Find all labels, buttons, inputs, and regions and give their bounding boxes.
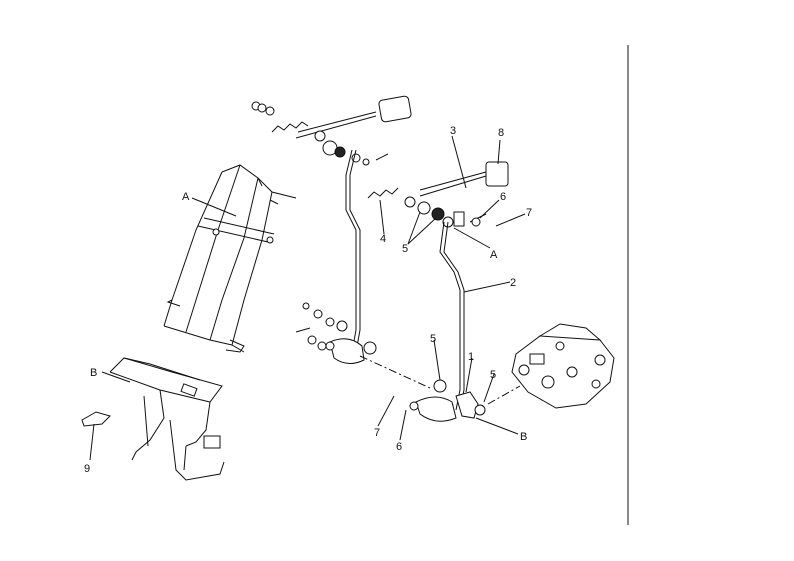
callout-B-right: B xyxy=(520,431,527,443)
left-pedal-rod xyxy=(325,149,377,364)
leader-lines xyxy=(89,135,526,461)
callout-A-left: A xyxy=(182,191,190,203)
callout-6-top: 6 xyxy=(500,191,506,203)
callout-4: 4 xyxy=(380,233,386,245)
callout-6-bottom: 6 xyxy=(396,441,402,453)
callout-5-right: 5 xyxy=(490,369,496,381)
callout-2: 2 xyxy=(510,277,516,289)
left-washer-stack xyxy=(295,302,348,351)
hydraulic-valve-block xyxy=(511,323,615,409)
callout-1: 1 xyxy=(468,351,474,363)
upper-mounting-bracket xyxy=(163,164,297,353)
callout-3: 3 xyxy=(450,125,456,137)
lower-mounting-bracket xyxy=(109,357,225,481)
right-pedal-rod xyxy=(409,221,486,422)
callout-B-left: B xyxy=(90,367,97,379)
callout-8: 8 xyxy=(498,127,504,139)
callout-5-mid: 5 xyxy=(430,333,436,345)
callout-5-top: 5 xyxy=(402,243,408,255)
callout-7-bottom: 7 xyxy=(374,427,380,439)
right-pedal-assembly xyxy=(367,161,509,228)
callout-9: 9 xyxy=(84,463,90,475)
part-9-clip xyxy=(81,411,111,427)
upper-pedal-assembly xyxy=(251,95,412,166)
callout-7-top: 7 xyxy=(526,207,532,219)
callout-A-right: A xyxy=(490,249,498,261)
